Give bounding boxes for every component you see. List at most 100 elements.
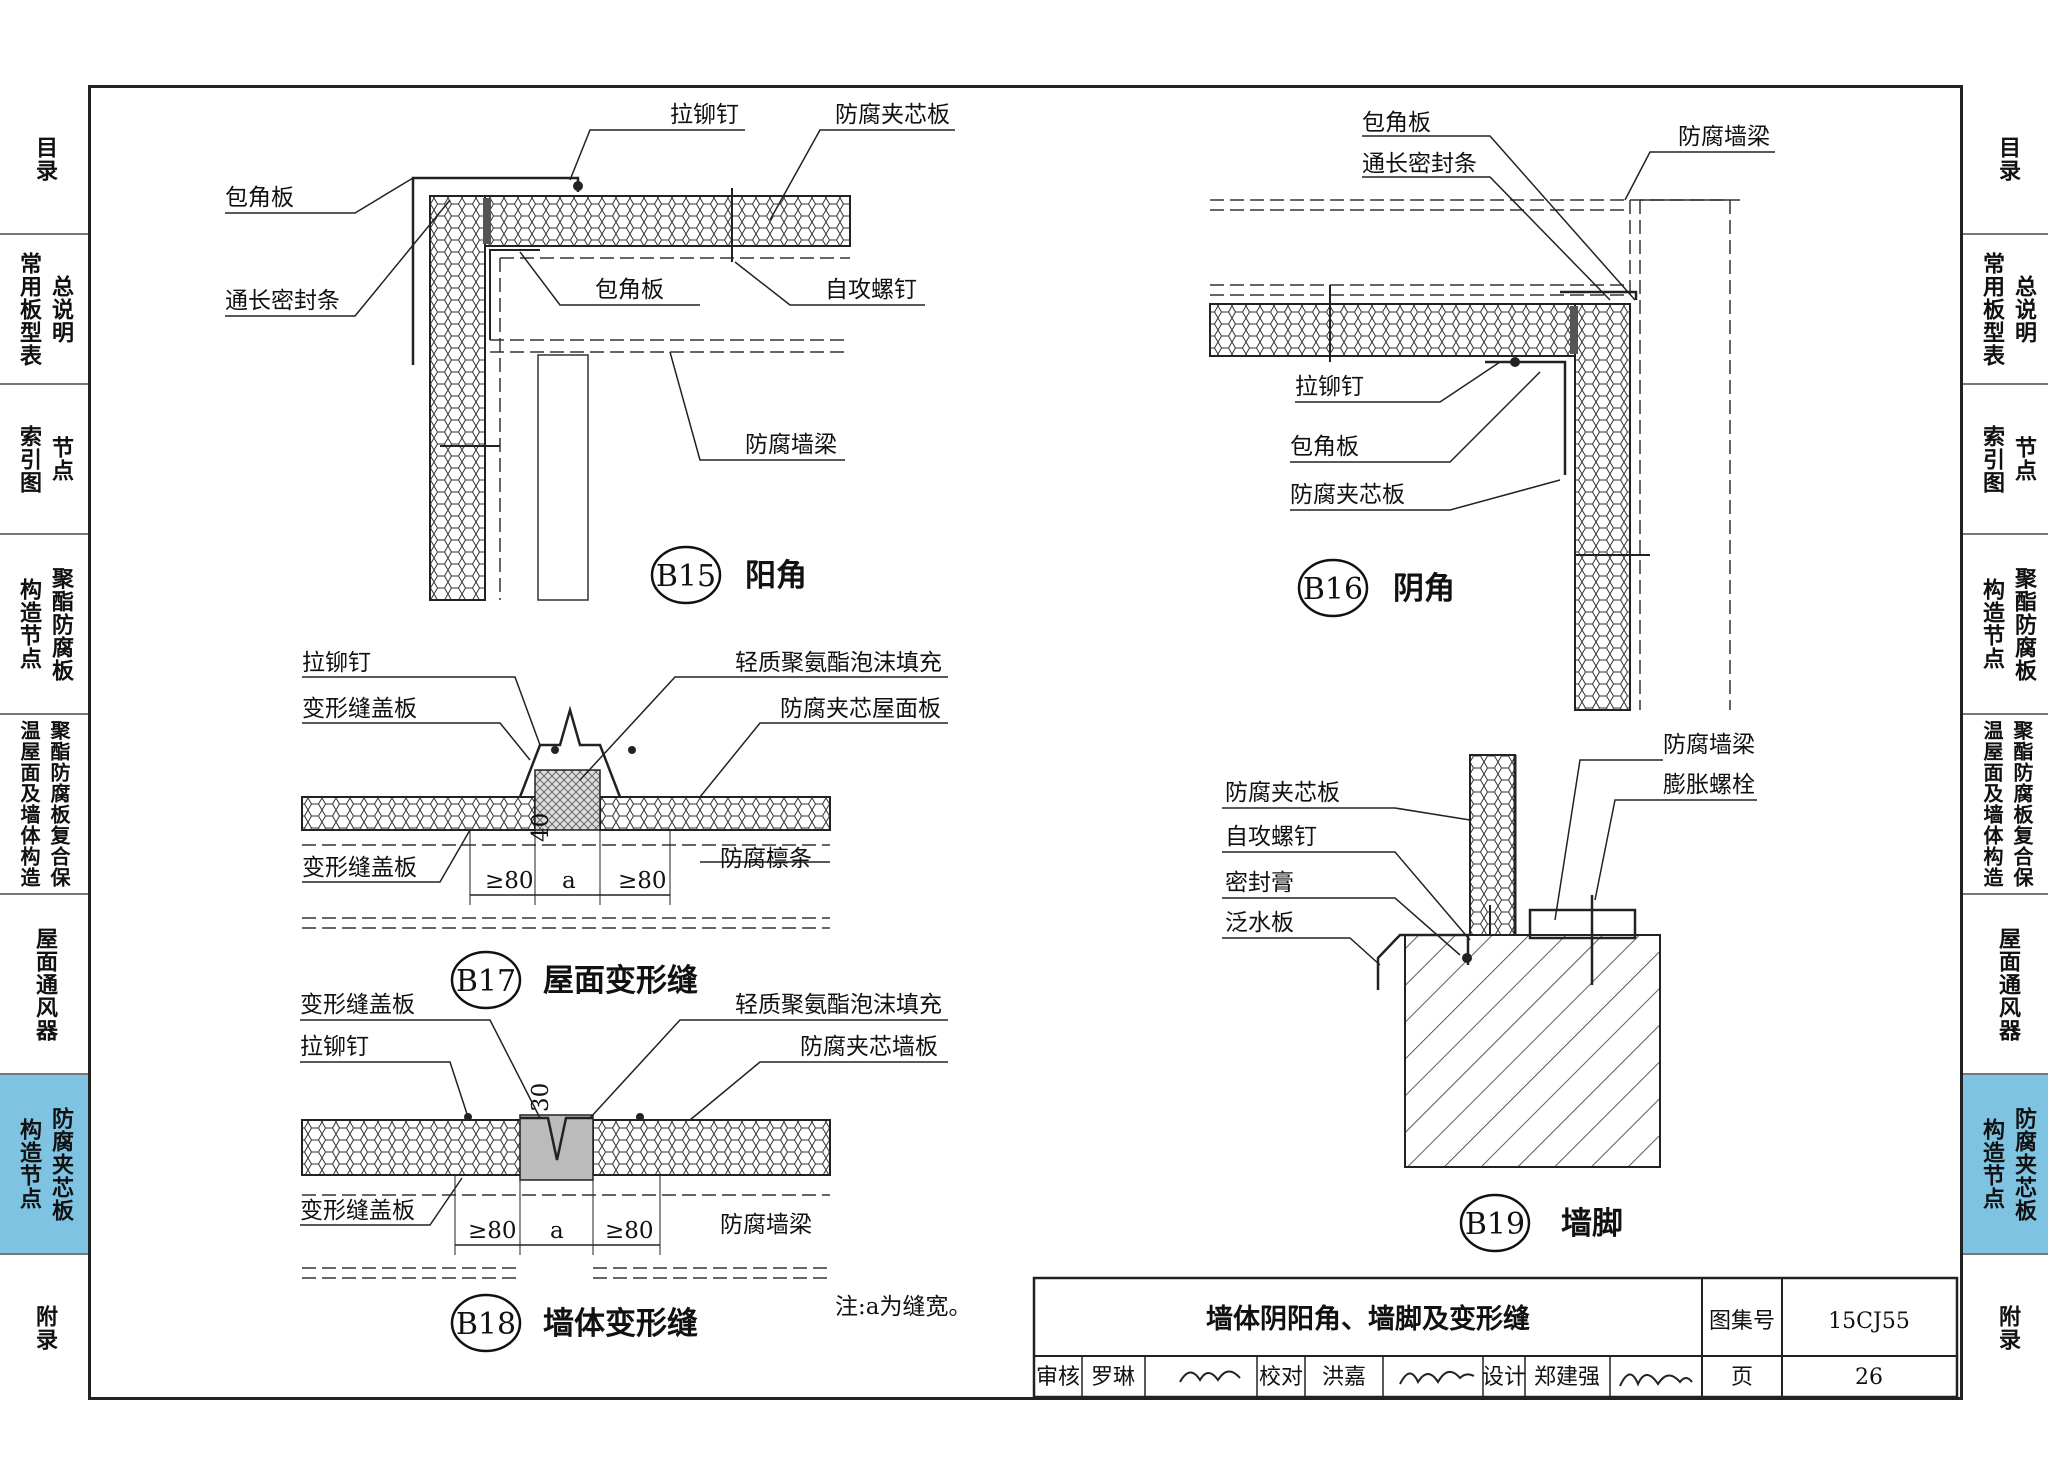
label: 防腐夹芯墙板 — [800, 1034, 938, 1060]
dimension: ≥80 — [605, 1218, 654, 1244]
label: 防腐夹芯板 — [1225, 780, 1340, 806]
label: 通长密封条 — [225, 288, 340, 314]
tab-label: 屋面通风器 — [1995, 926, 2020, 1042]
note: 注:a为缝宽。 — [835, 1294, 971, 1320]
foam-filling — [519, 1114, 594, 1181]
sandwich-panel — [429, 195, 851, 247]
tab-sandwich-details[interactable]: 构造节点 防腐夹芯板 — [1963, 1075, 2048, 1255]
tab-label: 总说明 — [2011, 274, 2036, 344]
detail-b16: 包角板 通长密封条 防腐墙梁 拉铆钉 包角板 防腐夹芯板 B16 阴角 — [1209, 110, 1775, 711]
tab-polyester-details[interactable]: 构造节点 聚酯防腐板 — [0, 535, 88, 715]
tab-label: 构造节点 — [16, 578, 41, 670]
tab-composite-insulation[interactable]: 温屋面及墙体构造 聚酯防腐板复合保 — [1963, 715, 2048, 895]
detail-title: 屋面变形缝 — [543, 963, 698, 999]
tab-label: 聚酯防腐板复合保 — [47, 720, 71, 888]
tab-label: 聚酯防腐板 — [48, 566, 73, 682]
tab-appendix[interactable]: 附录 — [0, 1255, 88, 1400]
label: 密封膏 — [1225, 870, 1294, 896]
label: 防腐夹芯板 — [1290, 482, 1405, 508]
detail-code: B19 — [1465, 1207, 1525, 1242]
detail-number-circle — [1459, 1193, 1531, 1253]
label: 防腐墙梁 — [720, 1212, 812, 1238]
tab-index[interactable]: 索引图 节点 — [0, 385, 88, 535]
label: 通长密封条 — [1362, 151, 1477, 177]
dimension: a — [550, 1218, 564, 1244]
label: 防腐墙梁 — [745, 432, 837, 458]
sandwich-panel — [1469, 754, 1516, 966]
detail-number-circle — [1297, 558, 1369, 618]
title-block: 墙体阴阳角、墙脚及变形缝 图集号 15CJ55 审核 罗琳 校对 洪嘉 设计 郑… — [1032, 1276, 1959, 1399]
tab-label: 节点 — [2011, 436, 2036, 482]
tab-roof-ventilator[interactable]: 屋面通风器 — [0, 895, 88, 1075]
detail-b18: ≥80 a ≥80 30 变形缝盖板 拉铆钉 轻质聚氨酯泡沫填充 防腐夹芯墙板 … — [300, 992, 971, 1353]
tab-general[interactable]: 常用板型表 总说明 — [0, 235, 88, 385]
drawing-title: 墙体阴阳角、墙脚及变形缝 — [1206, 1303, 1530, 1335]
tab-composite-insulation[interactable]: 温屋面及墙体构造 聚酯防腐板复合保 — [0, 715, 88, 895]
reviewer-signature — [1179, 1370, 1241, 1383]
tab-polyester-details[interactable]: 构造节点 聚酯防腐板 — [1963, 535, 2048, 715]
label: 自攻螺钉 — [825, 277, 917, 303]
detail-number-circle — [450, 950, 522, 1010]
tab-label: 常用板型表 — [1979, 251, 2004, 367]
label: 泛水板 — [1225, 910, 1294, 936]
label: 包角板 — [1290, 434, 1359, 460]
seal-strip — [1570, 306, 1578, 354]
label: 防腐墙梁 — [1663, 732, 1755, 758]
sandwich-panel — [429, 195, 486, 601]
page-number: 26 — [1855, 1365, 1883, 1390]
detail-title: 墙体变形缝 — [543, 1306, 698, 1342]
dimension: ≥80 — [618, 868, 667, 894]
reviewer-name: 罗琳 — [1091, 1365, 1135, 1390]
seal-strip — [483, 198, 491, 244]
tab-general[interactable]: 常用板型表 总说明 — [1963, 235, 2048, 385]
label: 防腐檩条 — [720, 846, 812, 872]
tab-label: 总说明 — [48, 274, 73, 344]
tab-label: 目录 — [1995, 136, 2020, 182]
tab-label: 屋面通风器 — [32, 926, 57, 1042]
tab-label: 附录 — [1995, 1304, 2020, 1351]
tab-contents[interactable]: 目录 — [0, 85, 88, 235]
tab-index[interactable]: 索引图 节点 — [1963, 385, 2048, 535]
tab-label: 防腐夹芯板 — [48, 1106, 73, 1222]
check-label: 校对 — [1259, 1365, 1303, 1390]
sandwich-panel — [301, 1119, 526, 1176]
tab-label: 防腐夹芯板 — [2011, 1106, 2036, 1222]
tab-label: 构造节点 — [1979, 578, 2004, 670]
dimension: a — [562, 868, 576, 894]
label: 变形缝盖板 — [300, 992, 415, 1018]
label: 变形缝盖板 — [302, 696, 417, 722]
label: 轻质聚氨酯泡沫填充 — [735, 650, 942, 676]
label: 变形缝盖板 — [302, 855, 417, 881]
inner-flashing — [489, 249, 540, 340]
detail-code: B18 — [456, 1307, 516, 1342]
sandwich-panel — [599, 796, 831, 831]
label: 防腐夹芯板 — [835, 102, 950, 128]
review-label: 审核 — [1036, 1365, 1080, 1390]
label: 拉铆钉 — [300, 1034, 369, 1060]
foam-filling — [534, 769, 601, 831]
dimension: 30 — [528, 1083, 554, 1112]
tab-sandwich-details[interactable]: 构造节点 防腐夹芯板 — [0, 1075, 88, 1255]
detail-code: B16 — [1303, 572, 1363, 607]
label: 拉铆钉 — [670, 102, 739, 128]
tab-appendix[interactable]: 附录 — [1963, 1255, 2048, 1400]
tab-label: 索引图 — [1979, 424, 2004, 494]
atlas-label: 图集号 — [1709, 1309, 1775, 1334]
tab-label: 节点 — [48, 436, 73, 482]
tab-label: 温屋面及墙体构造 — [1980, 720, 2004, 888]
design-label: 设计 — [1482, 1365, 1526, 1390]
label: 包角板 — [595, 277, 664, 303]
label: 防腐夹芯屋面板 — [780, 696, 941, 722]
sealant — [1462, 953, 1472, 963]
tab-roof-ventilator[interactable]: 屋面通风器 — [1963, 895, 2048, 1075]
label: 膨胀螺栓 — [1663, 772, 1755, 798]
dimension: 40 — [528, 813, 554, 842]
detail-code: B17 — [456, 964, 516, 999]
tab-contents[interactable]: 目录 — [1963, 85, 2048, 235]
sandwich-panel — [1209, 303, 1631, 357]
rivet — [1510, 357, 1520, 367]
tab-label: 温屋面及墙体构造 — [17, 720, 41, 888]
page-label: 页 — [1731, 1365, 1753, 1390]
detail-b17: ≥80 a ≥80 40 拉铆钉 变形缝盖板 轻质聚氨酯泡沫填充 防腐夹芯屋面板… — [301, 650, 948, 1010]
